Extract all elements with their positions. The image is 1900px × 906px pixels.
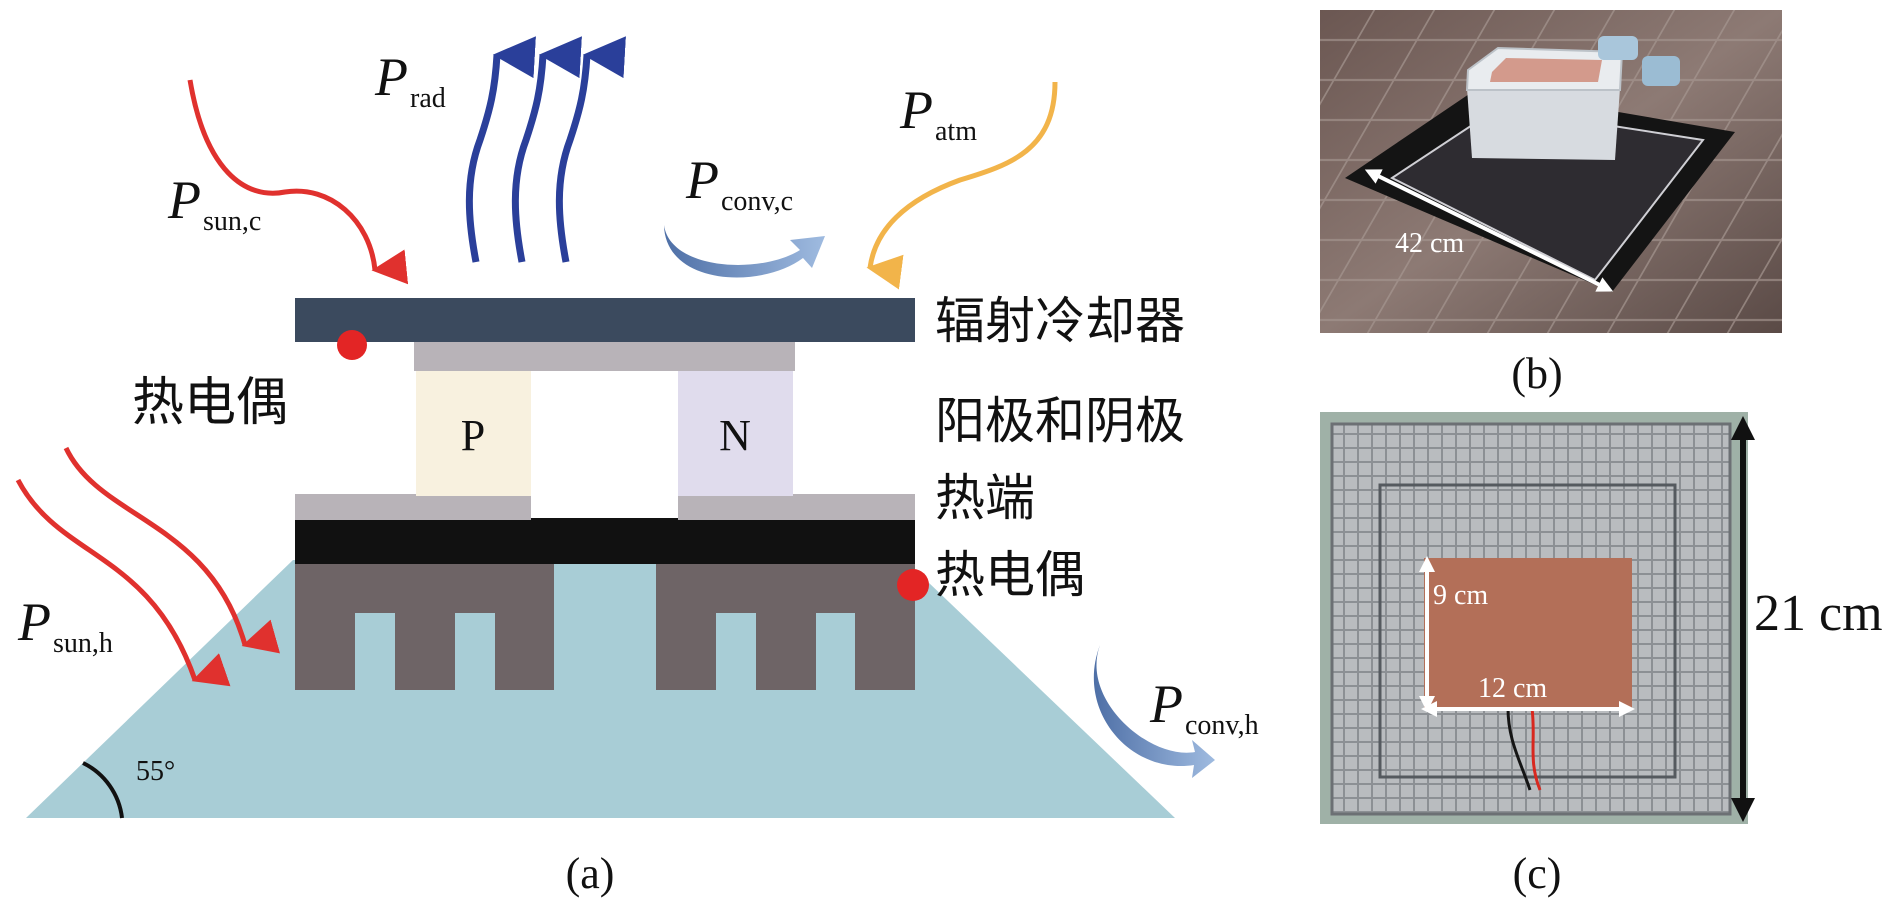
caption-a: (a) [566, 849, 615, 898]
electrode-top [414, 342, 795, 371]
panel-c: 9 cm 12 cm 21 cm (c) [1320, 412, 1883, 898]
p-conv-h-label: Pconv,h [1149, 674, 1259, 741]
caption-c: (c) [1513, 849, 1562, 898]
sun-h-arrow-1 [15, 478, 231, 687]
rad-arrow-2 [511, 36, 582, 263]
label-electrodes: 阳极和阴极 [935, 392, 1185, 450]
hot-end-plate [295, 518, 915, 564]
heat-sink-right [656, 560, 915, 690]
heat-sink-left [295, 560, 554, 690]
rad-arrow-3 [555, 36, 626, 263]
atm-arrow [866, 81, 1058, 290]
outer-dimension-label: 21 cm [1754, 585, 1883, 642]
photo-c-width-label: 12 cm [1478, 673, 1547, 704]
angle-label: 55° [136, 756, 175, 787]
conv-h-arrow [1093, 645, 1215, 778]
label-thermocouple-bottom: 热电偶 [935, 546, 1085, 604]
radiative-cooler [295, 298, 915, 342]
n-leg [678, 370, 793, 496]
photo-b-device-side [1467, 88, 1620, 160]
p-leg-label: P [461, 411, 485, 460]
photo-c-copper-plate [1424, 558, 1632, 708]
photo-b-dimension-label: 42 cm [1395, 228, 1464, 259]
p-sun-c-label: Psun,c [167, 170, 261, 237]
panel-b: 42 cm (b) [1320, 10, 1782, 398]
label-hot-end: 热端 [935, 469, 1035, 527]
thermocouple-dot-bottom [897, 569, 929, 601]
label-thermocouple-top: 热电偶 [132, 373, 288, 433]
electrode-bottom-right [678, 494, 915, 520]
label-radiative-cooler: 辐射冷却器 [935, 292, 1185, 350]
panel-a: 55° P N [15, 36, 1259, 898]
n-leg-label: N [719, 411, 751, 460]
photo-b-ice-pack-1 [1598, 36, 1638, 60]
photo-b-dimension-line [1364, 169, 1614, 292]
sun-h-arrow-2 [63, 446, 281, 654]
p-rad-label: Prad [374, 47, 446, 114]
photo-c-wire-black [1506, 707, 1532, 791]
photo-b-copper-plate [1490, 58, 1602, 82]
p-atm-label: Patm [899, 80, 977, 147]
caption-b: (b) [1511, 349, 1562, 398]
p-sun-h-label: Psun,h [17, 592, 113, 659]
sun-c-arrow [187, 79, 409, 285]
conv-c-arrow [664, 225, 825, 278]
photo-c-height-label: 9 cm [1433, 580, 1488, 611]
photo-b-ice-pack-2 [1642, 56, 1680, 86]
angle-arc [82, 761, 124, 819]
p-conv-c-label: Pconv,c [685, 150, 793, 217]
p-leg [416, 370, 531, 496]
rad-arrow-1 [465, 36, 536, 263]
thermocouple-dot-top [337, 330, 367, 360]
photo-c-wire-red [1530, 707, 1542, 791]
electrode-bottom-left [295, 494, 531, 520]
